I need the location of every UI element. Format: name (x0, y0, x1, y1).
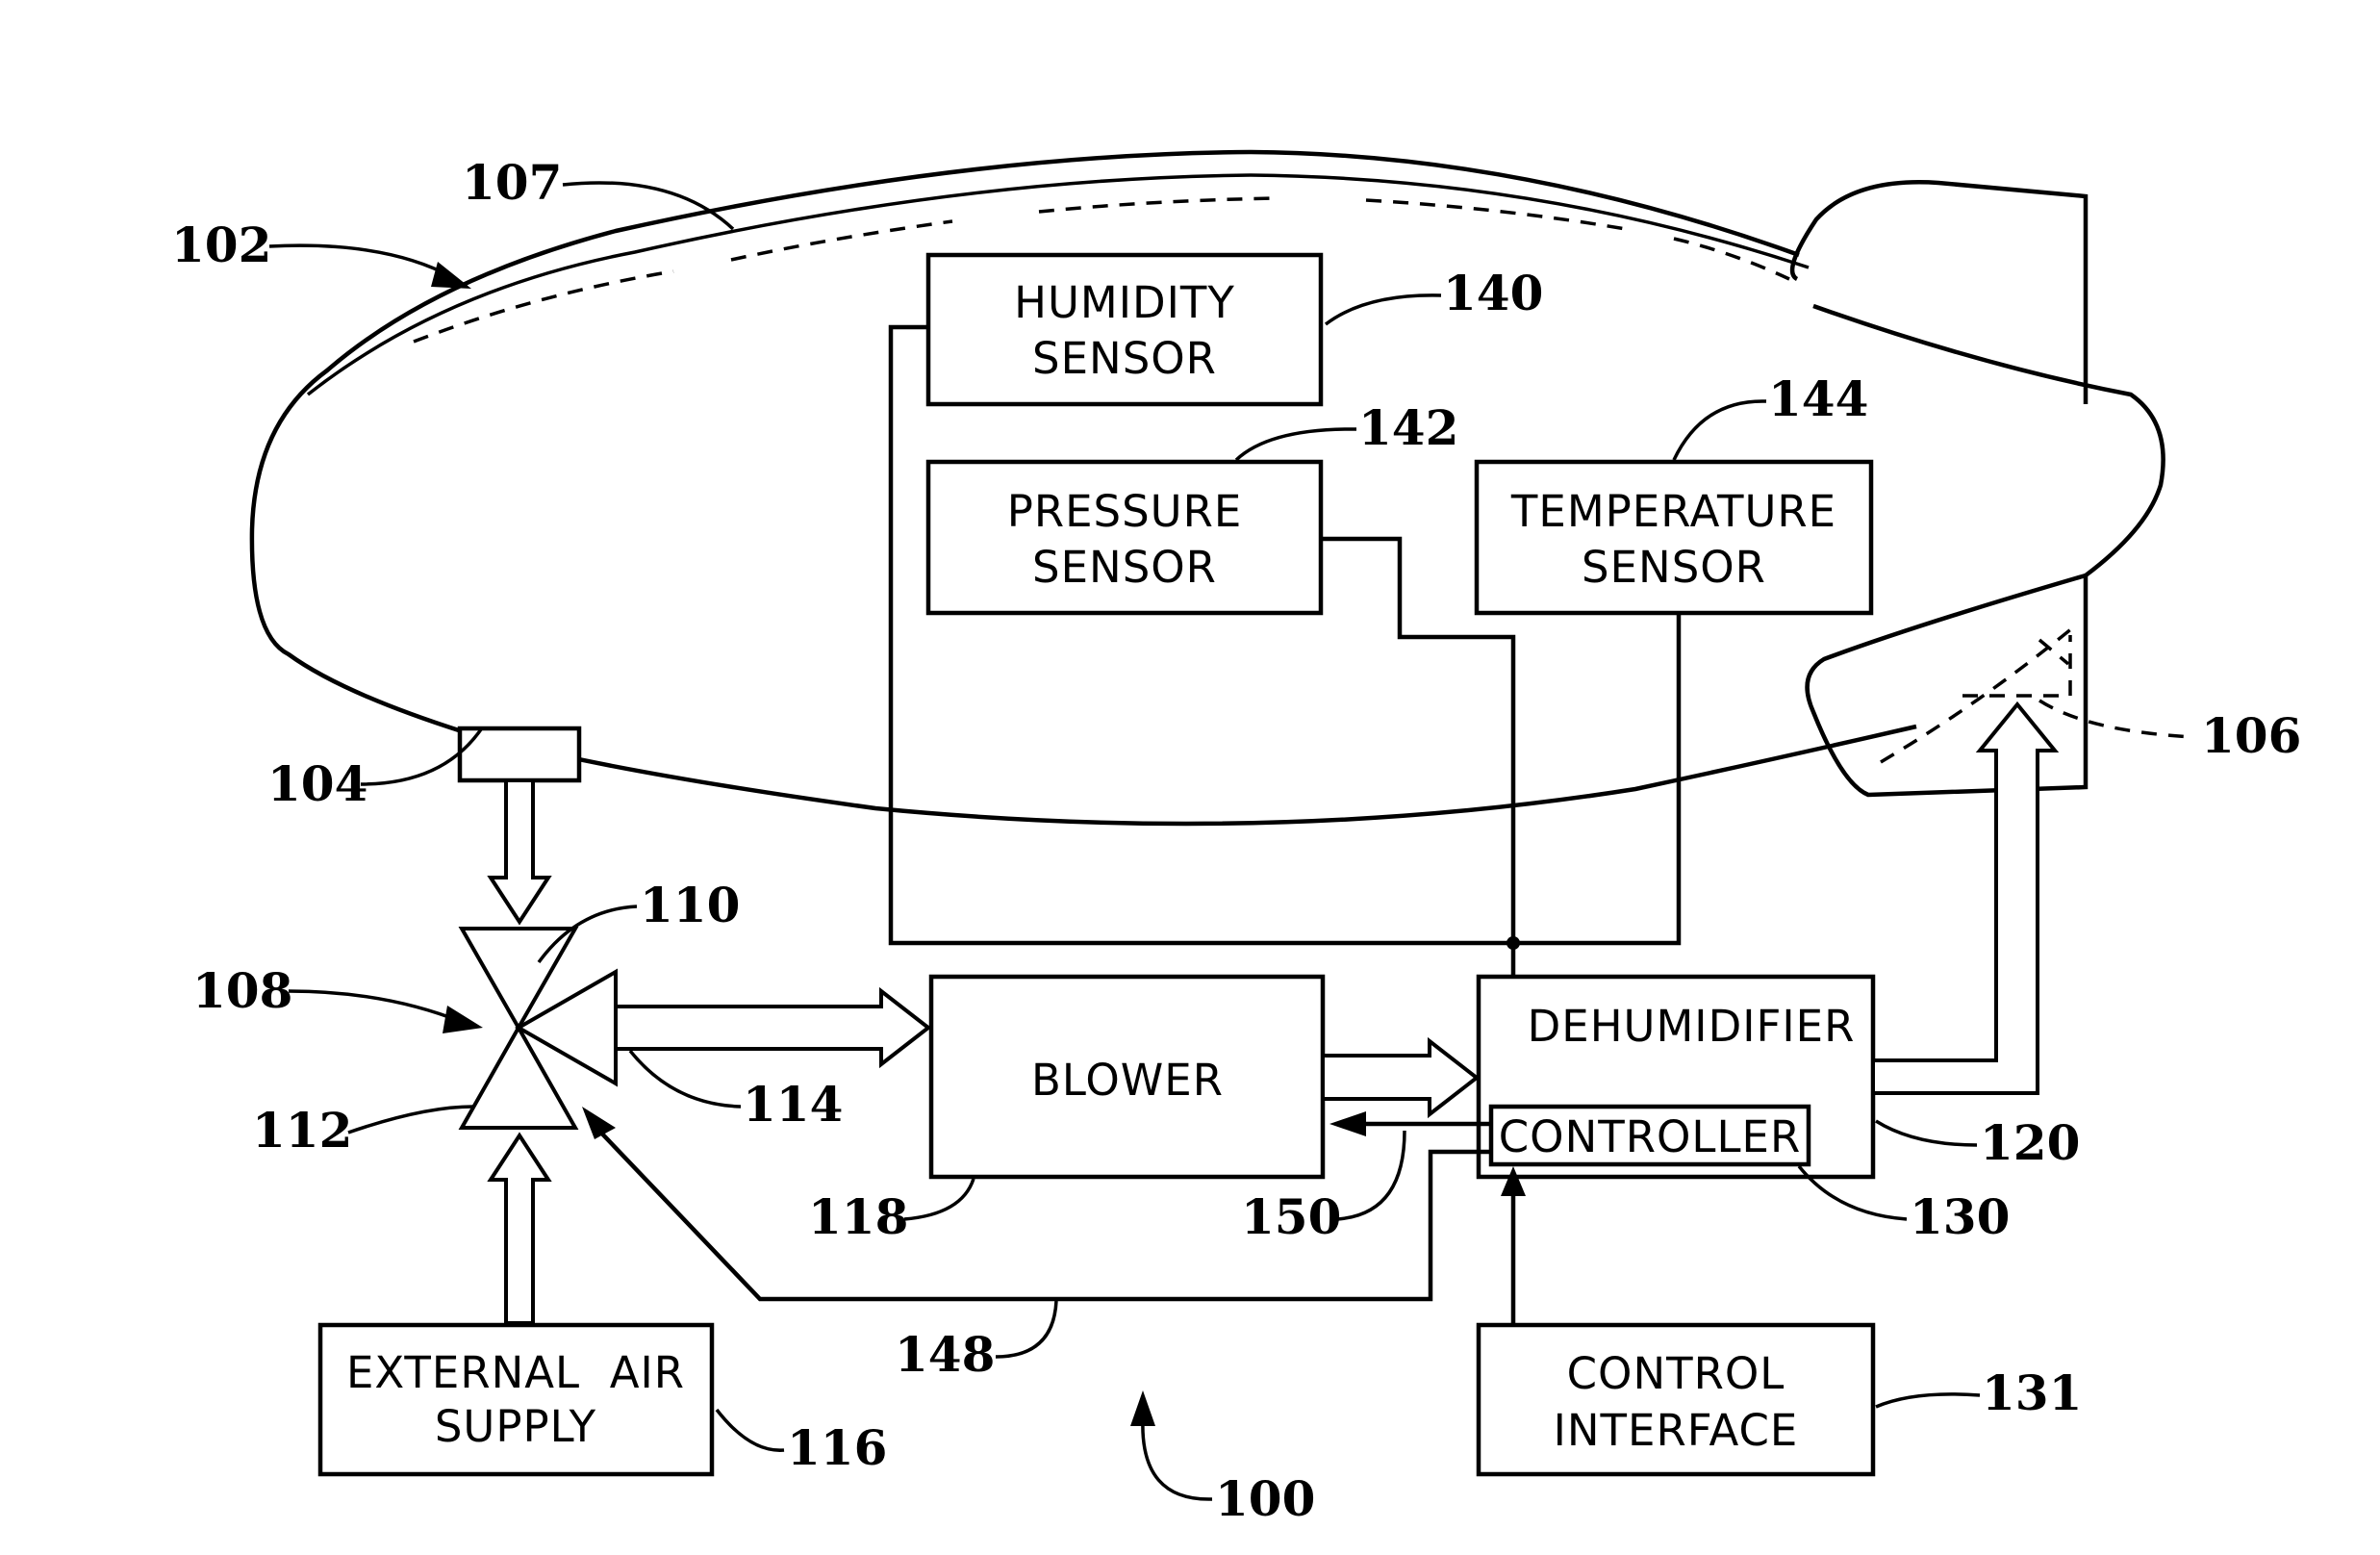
interface-arrowhead (1501, 1166, 1526, 1196)
ref-118: 118 (808, 1188, 908, 1245)
pressure-sensor-label-2: SENSOR (1032, 542, 1217, 593)
dehumidifier-block: DEHUMIDIFIER CONTROLLER (1476, 974, 1876, 1180)
ref-112: 112 (252, 1102, 352, 1159)
arrow-102 (431, 262, 471, 289)
ref-114: 114 (743, 1076, 843, 1133)
reference-numerals: 107 102 140 142 144 104 106 110 108 112 … (171, 154, 2301, 1527)
leader-107 (562, 181, 735, 231)
control-interface-label-1: CONTROL (1567, 1348, 1785, 1399)
leader-118 (903, 1178, 975, 1221)
external-air-supply-block: EXTERNAL AIR SUPPLY (317, 1322, 715, 1477)
blower-label: BLOWER (1031, 1055, 1224, 1106)
ref-120: 120 (1980, 1114, 2080, 1171)
control-signals (582, 1107, 1526, 1323)
ref-110: 110 (640, 877, 740, 933)
ref-100: 100 (1215, 1470, 1315, 1527)
temperature-sensor-box (1474, 459, 1874, 616)
humidity-sensor-label-1: HUMIDITY (1014, 277, 1235, 328)
external-air-supply-label-2: SUPPLY (435, 1401, 596, 1452)
lower-tail-fin (1805, 573, 2089, 798)
envelope-layer-line-inner (413, 196, 1790, 344)
leader-116 (715, 1408, 785, 1452)
leader-150 (1336, 1130, 1406, 1221)
leader-100 (1141, 1418, 1213, 1501)
ref-144: 144 (1768, 370, 1868, 427)
ref-140: 140 (1443, 265, 1543, 321)
control-interface-box (1476, 1322, 1876, 1477)
fin-root-dashed-line (1880, 622, 2080, 764)
arrow-100 (1130, 1390, 1155, 1426)
inlet-down-arrow (487, 778, 552, 926)
controller-label: CONTROLLER (1499, 1111, 1802, 1162)
control-interface-label-2: INTERFACE (1554, 1405, 1799, 1456)
external-air-supply-box (317, 1322, 715, 1477)
leader-148 (995, 1300, 1058, 1359)
ref-108: 108 (192, 962, 292, 1019)
ref-106: 106 (2201, 707, 2301, 764)
valve-control-arrowhead (582, 1107, 616, 1139)
dehumidifier-to-ballonet-flow (1871, 701, 2060, 1095)
leader-142 (1234, 427, 1357, 462)
valve-assembly (458, 927, 618, 1130)
blower-box (928, 974, 1326, 1180)
leader-144 (1672, 399, 1767, 461)
leader-140 (1324, 293, 1442, 326)
humidity-sensor-label-2: SENSOR (1032, 333, 1217, 384)
humidity-sensor-block: HUMIDITY SENSOR (925, 252, 1324, 407)
blower-to-dehumidifier-arrow (1321, 1036, 1481, 1119)
leader-102 (268, 243, 453, 279)
humidity-sensor-box (925, 252, 1324, 407)
ref-130: 130 (1910, 1188, 2010, 1245)
ref-148: 148 (895, 1326, 995, 1383)
leader-112 (347, 1105, 474, 1134)
temperature-sensor-label-2: SENSOR (1582, 542, 1766, 593)
valve-control-line (595, 1126, 1491, 1302)
arrow-108 (443, 1006, 483, 1033)
wire-junction-dot (1506, 936, 1520, 950)
blower-to-dehumidifier-flow (1321, 1036, 1481, 1119)
leader-120 (1875, 1119, 1978, 1147)
temperature-sensor-label-1: TEMPERATURE (1510, 486, 1836, 537)
second-valve (458, 1023, 579, 1130)
pressure-sensor-box (925, 459, 1324, 616)
leader-106 (2038, 699, 2194, 739)
leader-130 (1797, 1164, 1908, 1221)
ref-150: 150 (1241, 1188, 1341, 1245)
inlet-flow-arrow (487, 778, 552, 926)
ref-131: 131 (1982, 1364, 2082, 1421)
ref-116: 116 (787, 1419, 887, 1476)
ref-102: 102 (171, 217, 271, 273)
ref-107: 107 (462, 154, 562, 211)
pressure-sensor-label-1: PRESSURE (1007, 486, 1243, 537)
ballonet-vent (1962, 635, 2072, 698)
supply-flow-arrow (487, 1132, 552, 1325)
leader-104 (360, 727, 483, 786)
envelope-layer-line-outer (306, 173, 1810, 396)
control-interface-block: CONTROL INTERFACE (1476, 1322, 1876, 1477)
valve-to-blower-arrow (614, 986, 932, 1069)
leader-108 (288, 989, 463, 1024)
blower-block: BLOWER (928, 974, 1326, 1180)
dehumidifier-to-ballonet-arrow (1871, 701, 2060, 1095)
leader-114 (628, 1049, 742, 1109)
external-air-supply-label-1: EXTERNAL AIR (346, 1347, 685, 1398)
ref-104: 104 (267, 755, 367, 812)
pressure-sensor-block: PRESSURE SENSOR (925, 459, 1324, 616)
envelope-outline (249, 149, 2165, 827)
pressure-sensor-wire (1321, 536, 1516, 1099)
leader-131 (1875, 1392, 1981, 1409)
temperature-sensor-block: TEMPERATURE SENSOR (1474, 459, 1874, 616)
dehumidifier-label: DEHUMIDIFIER (1528, 1001, 1856, 1052)
ref-142: 142 (1358, 399, 1458, 456)
supply-up-arrow (487, 1132, 552, 1325)
controller-box (1488, 1104, 1811, 1167)
upper-tail-fin (1789, 180, 2089, 404)
leader-110 (537, 905, 638, 964)
humidity-sensor-wire (888, 324, 1682, 946)
blower-control-arrowhead (1329, 1111, 1366, 1136)
valve-to-blower-flow (614, 986, 932, 1069)
